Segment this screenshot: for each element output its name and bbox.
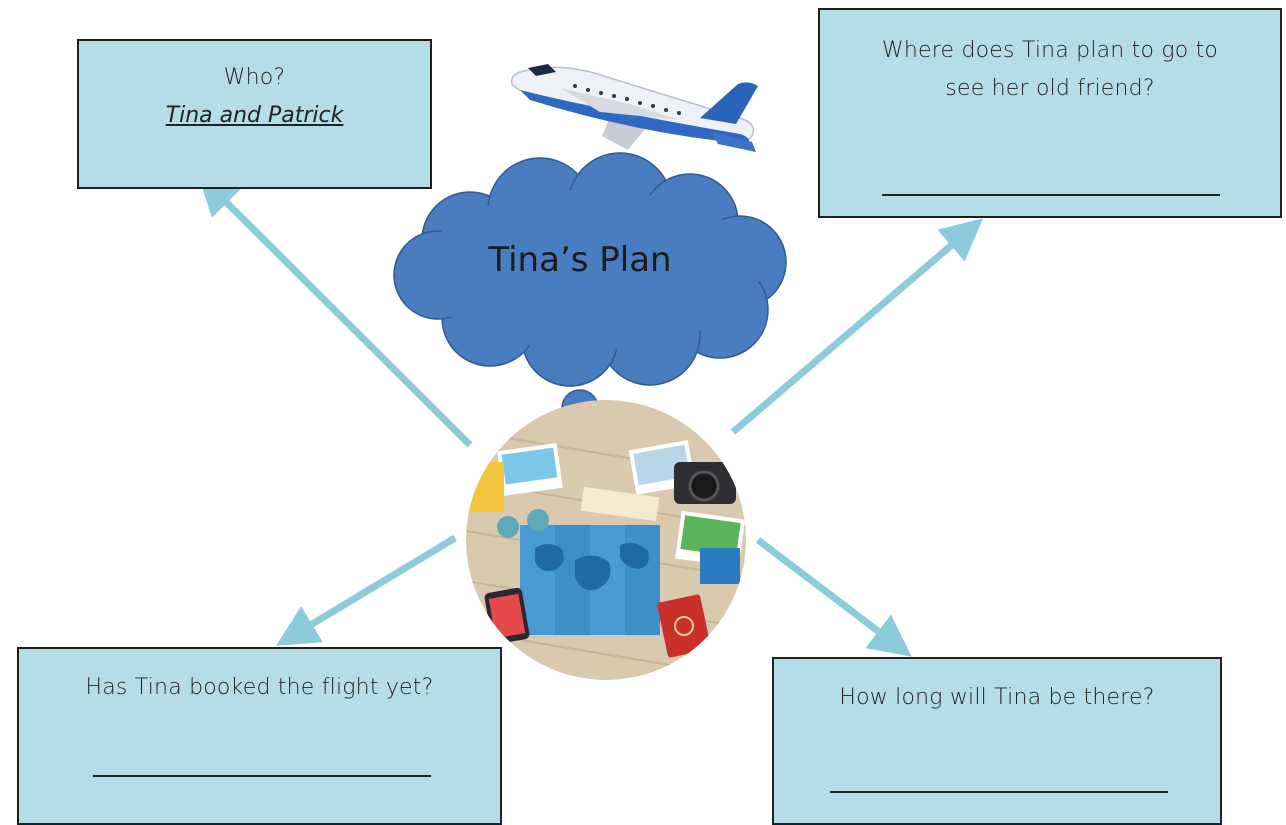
booked-answer-line[interactable] [93,775,431,777]
how-long-question: How long will Tina be there? [839,685,1155,710]
how-long-answer-line[interactable] [830,791,1168,793]
where-answer-line[interactable] [882,194,1220,196]
arrow-to-where [730,218,983,435]
where-question-line2: see her old friend? [945,76,1155,101]
where-question-line1: Where does Tina plan to go to [881,38,1219,63]
thought-cloud [393,152,787,387]
travel-items-illustration [466,400,746,680]
airplane-icon [510,64,758,152]
how-long-box: How long will Tina be there? [772,657,1222,825]
booked-question: Has Tina booked the flight yet? [85,675,434,700]
who-box: Who? Tina and Patrick [77,39,432,189]
where-box: Where does Tina plan to go to see her ol… [818,8,1282,218]
center-title: Tina’s Plan [488,240,672,280]
who-answer: Tina and Patrick [165,103,344,128]
who-question: Who? [223,65,286,90]
arrow-to-long [755,537,912,657]
booked-box: Has Tina booked the flight yet? [17,647,502,825]
arrow-to-booked [276,535,457,646]
arrow-to-who [197,173,473,448]
